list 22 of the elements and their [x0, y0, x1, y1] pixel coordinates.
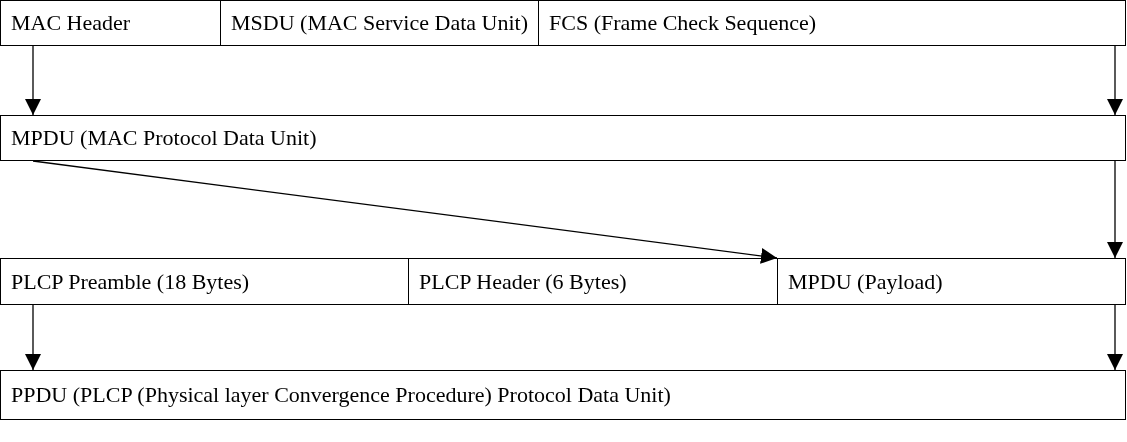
- frame-field: [0, 370, 1126, 420]
- arrow: [25, 304, 41, 371]
- field-label: MAC Header: [11, 10, 131, 36]
- frame-field: [0, 258, 409, 305]
- field-label: PPDU (PLCP (Physical layer Convergence Procedure) Protocol Data Unit): [11, 382, 671, 408]
- field-label: FCS (Frame Check Sequence): [549, 10, 816, 36]
- frame-field: [777, 258, 1126, 305]
- arrow: [1107, 304, 1123, 371]
- arrow: [25, 45, 41, 116]
- arrow: [1107, 160, 1123, 259]
- field-label: PLCP Preamble (18 Bytes): [11, 268, 250, 295]
- frame-field: [0, 0, 221, 46]
- field-label: MPDU (MAC Protocol Data Unit): [11, 125, 317, 151]
- field-label: MPDU (Payload): [788, 268, 943, 295]
- frame-field: [408, 258, 778, 305]
- frame-field: [0, 115, 1126, 161]
- frame-field: [220, 0, 539, 46]
- frame-field: [538, 0, 1126, 46]
- arrow: [32, 160, 778, 264]
- field-label: PLCP Header (6 Bytes): [419, 268, 627, 295]
- arrow: [1107, 45, 1123, 116]
- field-label: MSDU (MAC Service Data Unit): [231, 10, 528, 36]
